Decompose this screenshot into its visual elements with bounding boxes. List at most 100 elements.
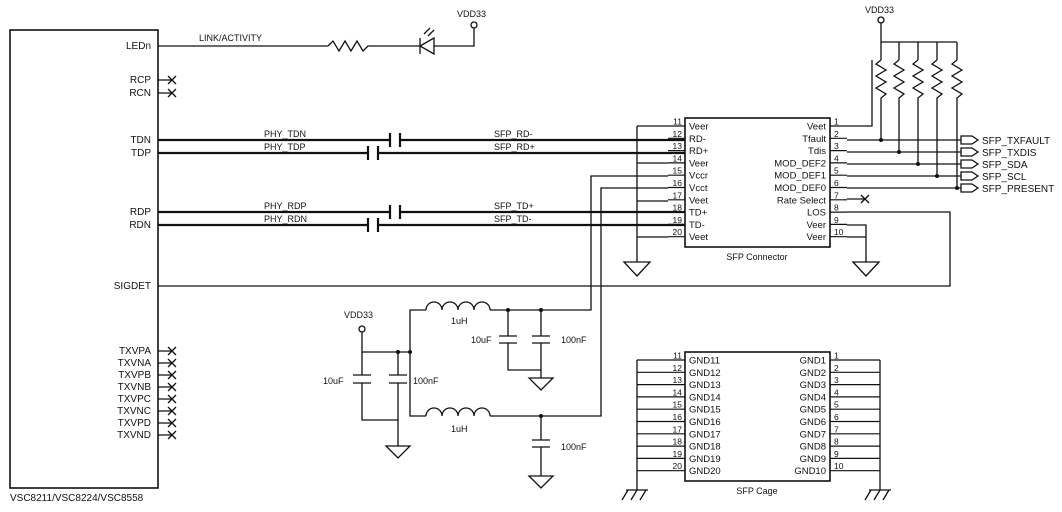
pin-num-right-3: 3 (834, 375, 839, 385)
pin-txvpb: TXVPB (118, 370, 151, 381)
diff-pair-wires (158, 133, 685, 232)
pin-name-left-20: GND20 (689, 466, 721, 477)
led-resistor (327, 39, 420, 53)
led-diode (418, 36, 435, 56)
power-filter-network (353, 301, 555, 489)
pin-num-right-1: 1 (834, 117, 839, 127)
sfp-cage-title: SFP Cage (736, 486, 777, 496)
pin-num-right-1: 1 (834, 351, 839, 361)
pin-txvnc: TXVNC (117, 406, 151, 417)
pin-name-right-9: Veer (806, 220, 826, 231)
pin-name-right-10: GND10 (794, 466, 826, 477)
net-phy-rdn: PHY_RDN (264, 214, 307, 224)
signal-sfp-txfault: SFP_TXFAULT (982, 136, 1050, 147)
pin-txvnb: TXVNB (118, 382, 152, 393)
pin-num-left-11: 11 (673, 117, 682, 127)
pin-num-right-3: 3 (834, 141, 839, 151)
inductor-l1 (425, 301, 491, 311)
pin-num-left-12: 12 (673, 363, 683, 373)
sfp-connector-body (684, 117, 831, 248)
vdd33-filter-label: VDD33 (344, 310, 373, 320)
net-sfp-rd-plus: SFP_RD+ (494, 142, 535, 152)
inductor-l1-value: 1uH (451, 316, 468, 326)
pin-name-right-1: GND1 (800, 356, 826, 367)
pin-name-right-7: Rate Select (777, 195, 826, 206)
pin-name-left-16: GND16 (689, 417, 721, 428)
phy-chip-body (9, 29, 159, 489)
pin-name-right-8: GND8 (800, 442, 826, 453)
pin-txvna: TXVNA (118, 358, 152, 369)
pin-name-left-15: Vccr (689, 171, 708, 182)
pin-num-right-8: 8 (834, 437, 839, 447)
pin-num-right-7: 7 (834, 424, 839, 434)
pin-name-left-15: GND15 (689, 405, 721, 416)
pin-name-left-13: RD+ (689, 146, 709, 157)
pin-name-right-6: MOD_DEF0 (774, 183, 826, 194)
pin-name-right-10: Veer (806, 232, 826, 243)
pin-num-left-17: 17 (673, 190, 683, 200)
cage-ground-wiring (621, 360, 891, 501)
pin-txvpa: TXVPA (119, 346, 151, 357)
inductor-l2 (425, 407, 491, 417)
pin-name-left-20: Veet (689, 232, 708, 243)
pin-num-left-11: 11 (673, 351, 682, 361)
pin-ledn: LEDn (126, 41, 151, 52)
led-circuit (158, 21, 478, 56)
pin-name-left-11: GND11 (689, 356, 720, 367)
pin-num-left-19: 19 (673, 449, 683, 459)
pin-name-left-17: GND17 (689, 429, 721, 440)
pin-name-left-13: GND13 (689, 380, 721, 391)
pin-tdn: TDN (130, 135, 151, 146)
cap-100nf-c-value: 100nF (561, 442, 587, 452)
pin-name-right-6: GND6 (800, 417, 826, 428)
pin-rcn: RCN (129, 88, 151, 99)
pin-num-right-9: 9 (834, 215, 839, 225)
pin-num-right-5: 5 (834, 166, 839, 176)
pin-name-left-14: GND14 (689, 392, 721, 403)
pin-num-left-18: 18 (673, 203, 683, 213)
pin-num-left-13: 13 (673, 141, 683, 151)
sfp-connector-title: SFP Connector (726, 252, 787, 262)
pin-num-left-14: 14 (673, 387, 683, 397)
inductor-l2-value: 1uH (451, 424, 468, 434)
pin-sigdet: SIGDET (114, 281, 151, 292)
pin-name-left-14: Veer (689, 158, 709, 169)
signal-sfp-sda: SFP_SDA (982, 160, 1028, 171)
pin-num-left-15: 15 (673, 400, 683, 410)
pin-num-right-6: 6 (834, 412, 839, 422)
pin-num-right-9: 9 (834, 449, 839, 459)
pin-num-left-18: 18 (673, 437, 683, 447)
pin-name-right-4: MOD_DEF2 (774, 158, 826, 169)
pin-name-right-1: Veet (807, 122, 826, 133)
net-link-activity: LINK/ACTIVITY (199, 33, 262, 43)
net-phy-rdp: PHY_RDP (264, 201, 307, 211)
pin-num-right-7: 7 (834, 190, 839, 200)
pin-name-right-2: Tfault (802, 134, 826, 145)
pin-num-right-10: 10 (834, 227, 844, 237)
pin-rdn: RDN (129, 220, 151, 231)
pin-name-right-8: LOS (807, 208, 826, 219)
pin-num-left-17: 17 (673, 424, 683, 434)
cap-10uf-a-value: 10uF (471, 335, 492, 345)
pin-num-right-4: 4 (834, 153, 839, 163)
pin-num-left-16: 16 (673, 178, 683, 188)
pin-num-right-5: 5 (834, 400, 839, 410)
signal-sfp-scl: SFP_SCL (982, 172, 1027, 183)
net-sfp-td-plus: SFP_TD+ (494, 201, 534, 211)
pin-num-right-2: 2 (834, 129, 839, 139)
net-phy-tdn: PHY_TDN (264, 129, 306, 139)
pin-name-right-7: GND7 (800, 429, 826, 440)
pin-num-left-13: 13 (673, 375, 683, 385)
los-sigdet-wire (158, 211, 951, 287)
pin-num-right-4: 4 (834, 387, 839, 397)
pin-num-right-8: 8 (834, 203, 839, 213)
pin-num-left-20: 20 (673, 461, 683, 471)
vdd33-pullup-label: VDD33 (865, 5, 894, 15)
pin-name-right-5: GND5 (800, 405, 826, 416)
pin-rdp: RDP (130, 207, 151, 218)
pin-name-left-11: Veer (689, 122, 709, 133)
signal-sfp-present: SFP_PRESENT (982, 184, 1054, 195)
